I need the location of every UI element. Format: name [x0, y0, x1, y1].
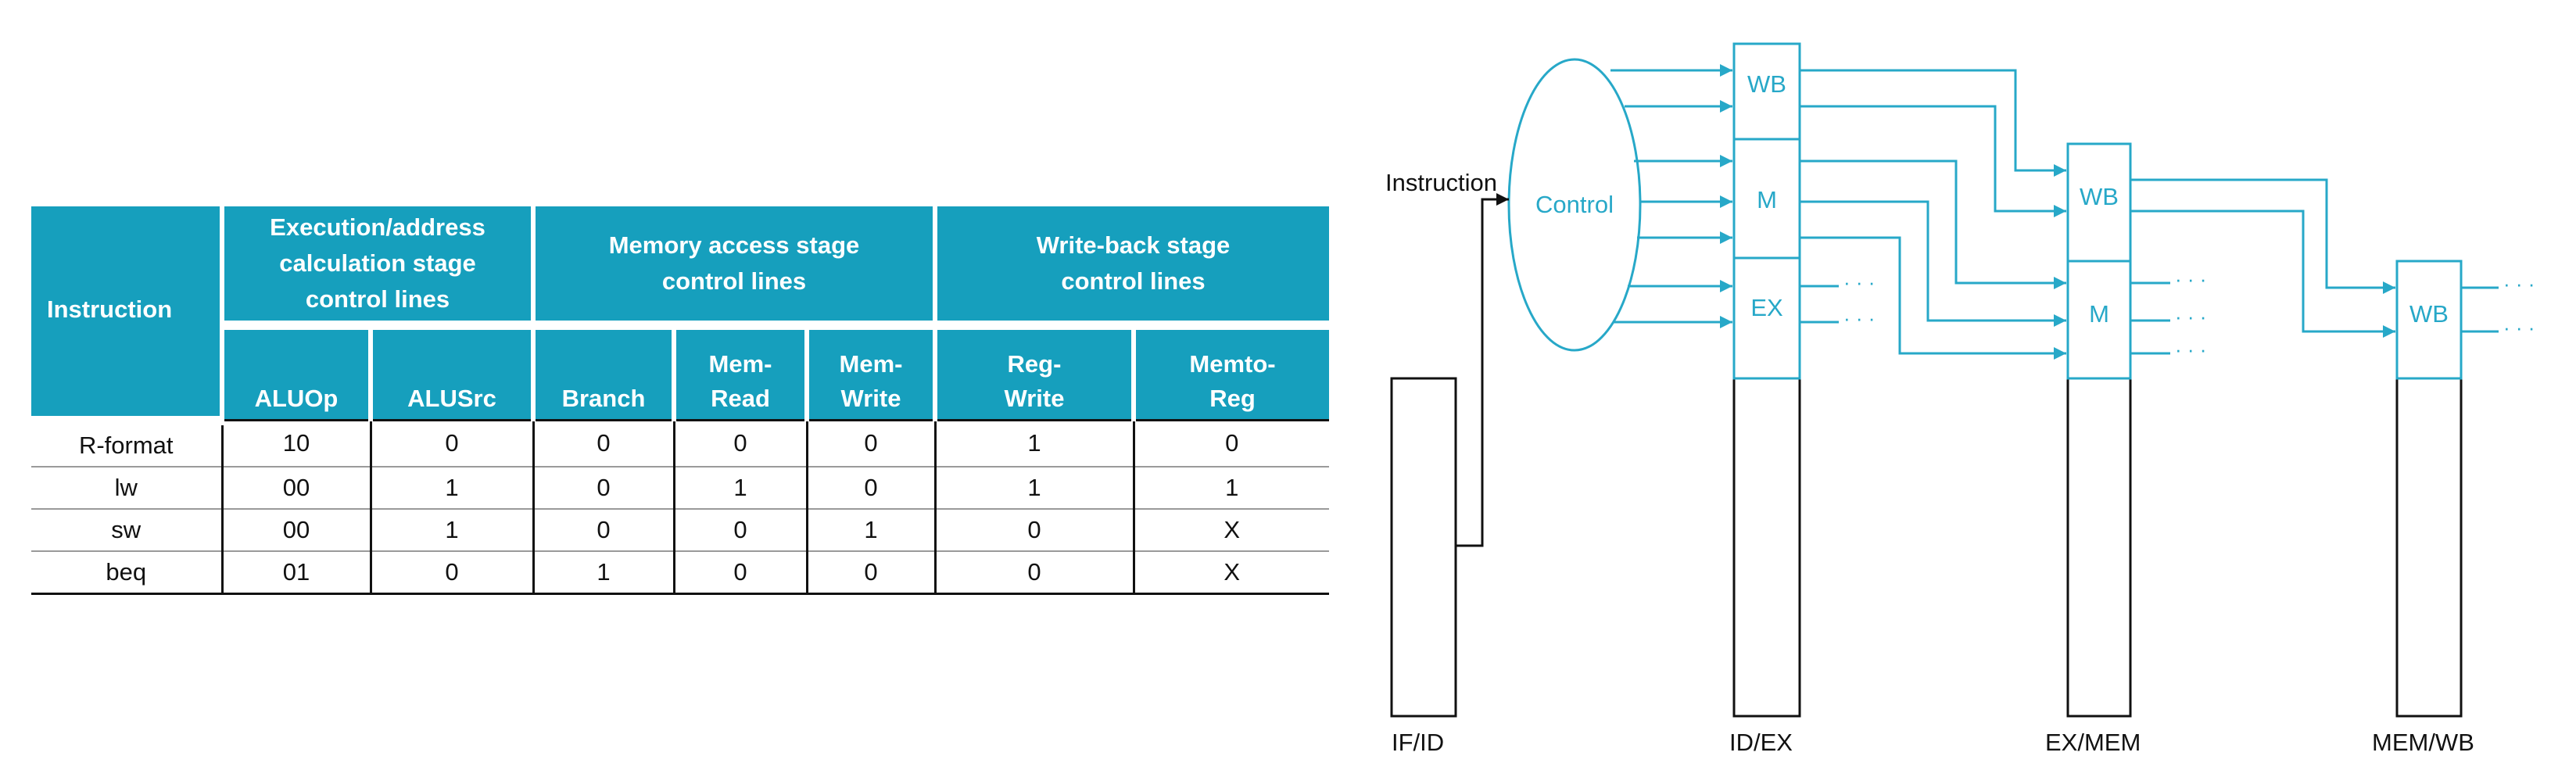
- writeback-stage-header: Write-back stage control lines: [933, 206, 1329, 330]
- cell-regwrite: 0: [933, 508, 1134, 552]
- cell-instruction: beq: [31, 550, 222, 595]
- cell-memtoreg: 0: [1132, 419, 1329, 468]
- memory-stage-header: Memory access stage control lines: [531, 206, 937, 330]
- cell-memread: 0: [672, 508, 807, 552]
- execution-stage-header: Execution/address calculation stage cont…: [220, 206, 536, 330]
- mem-wb-label: MEM/WB: [2372, 729, 2474, 756]
- control-output-arrows: [1610, 64, 1732, 328]
- cell-alusrc: 0: [369, 550, 533, 595]
- instruction-label: Instruction: [1385, 169, 1497, 196]
- cell-memtoreg: 1: [1132, 466, 1329, 510]
- id-ex-label: ID/EX: [1729, 729, 1793, 756]
- control-unit: [1507, 58, 1642, 352]
- cell-alusrc: 1: [369, 508, 533, 552]
- mem-wb-control-section: [2395, 260, 2463, 380]
- cell-aluop: 01: [220, 550, 371, 595]
- cell-instruction: R-format: [31, 419, 222, 468]
- if-id-register: [1390, 377, 1457, 718]
- cell-aluop: 00: [220, 508, 371, 552]
- ellipsis-idex-2: · · ·: [1843, 306, 1875, 330]
- column-header-memwrite: Mem- Write: [804, 325, 937, 421]
- outgoing-control-lines: [1800, 281, 2499, 355]
- column-header-branch: Branch: [531, 325, 676, 421]
- id-ex-m-label: M: [1757, 186, 1777, 213]
- cell-instruction: sw: [31, 508, 222, 552]
- id-ex-control-sections: [1732, 42, 1801, 380]
- control-label: Control: [1535, 191, 1614, 218]
- control-lines-table: Instruction Execution/address calculatio…: [31, 206, 1329, 595]
- cell-memread: 0: [672, 550, 807, 595]
- cell-branch: 0: [532, 466, 674, 510]
- group-header-row: Instruction Execution/address calculatio…: [31, 206, 1329, 425]
- ex-mem-register: [2066, 377, 2132, 718]
- id-ex-wb-label: WB: [1747, 70, 1786, 98]
- cell-regwrite: 0: [933, 550, 1134, 595]
- column-header-row: ALUOp ALUSrc Branch Mem- Read Mem- Write…: [31, 325, 1329, 421]
- ellipsis-memwb-1: · · ·: [2503, 272, 2535, 296]
- column-header-alusrc: ALUSrc: [368, 325, 536, 421]
- ellipsis-memwb-2: · · ·: [2503, 316, 2535, 339]
- ex-mem-m-label: M: [2089, 300, 2109, 328]
- instruction-arrow: [1456, 193, 1509, 547]
- idex-to-exmem-arrows: [1800, 69, 2066, 360]
- cell-memwrite: 0: [805, 550, 935, 595]
- mem-wb-wb-label: WB: [2409, 300, 2449, 328]
- cell-regwrite: 1: [933, 419, 1134, 468]
- cell-alusrc: 1: [369, 466, 533, 510]
- if-id-label: IF/ID: [1392, 729, 1444, 756]
- cell-branch: 0: [532, 419, 674, 468]
- ex-mem-wb-label: WB: [2080, 183, 2119, 210]
- exmem-to-memwb-arrows: [2130, 178, 2395, 338]
- cell-memwrite: 1: [805, 508, 935, 552]
- cell-memwrite: 0: [805, 466, 935, 510]
- table-row-r-format: R-format 10 0 0 0 0 1 0: [31, 419, 1329, 468]
- ellipsis-idex-1: · · ·: [1843, 270, 1875, 294]
- cell-memtoreg: X: [1132, 550, 1329, 595]
- ellipsis-exmem-1: · · ·: [2175, 267, 2206, 291]
- id-ex-ex-label: EX: [1750, 294, 1783, 321]
- table-row-lw: lw 00 1 0 1 0 1 1: [31, 466, 1329, 510]
- cell-memread: 1: [672, 466, 807, 510]
- table-row-beq: beq 01 0 1 0 0 0 X: [31, 550, 1329, 595]
- column-header-memread: Mem- Read: [672, 325, 809, 421]
- cell-aluop: 10: [220, 419, 371, 468]
- cell-branch: 0: [532, 508, 674, 552]
- ellipsis-exmem-2: · · ·: [2175, 305, 2206, 328]
- cell-branch: 1: [532, 550, 674, 595]
- cell-memtoreg: X: [1132, 508, 1329, 552]
- ex-mem-label: EX/MEM: [2045, 729, 2141, 756]
- cell-instruction: lw: [31, 466, 222, 510]
- cell-memwrite: 0: [805, 419, 935, 468]
- table-row-sw: sw 00 1 0 0 1 0 X: [31, 508, 1329, 552]
- ellipsis-exmem-3: · · ·: [2175, 338, 2206, 361]
- cell-alusrc: 0: [369, 419, 533, 468]
- cell-regwrite: 1: [933, 466, 1134, 510]
- cell-aluop: 00: [220, 466, 371, 510]
- instruction-header: Instruction: [31, 206, 224, 425]
- ellipsis-labels: · · · · · · · · · · · · · · · · · · · · …: [1843, 267, 2535, 361]
- id-ex-register: [1732, 377, 1801, 718]
- column-header-regwrite: Reg- Write: [933, 325, 1136, 421]
- cell-memread: 0: [672, 419, 807, 468]
- mem-wb-register: [2395, 377, 2463, 718]
- column-header-aluop: ALUOp: [222, 325, 373, 421]
- column-header-memtoreg: Memto- Reg: [1131, 325, 1329, 421]
